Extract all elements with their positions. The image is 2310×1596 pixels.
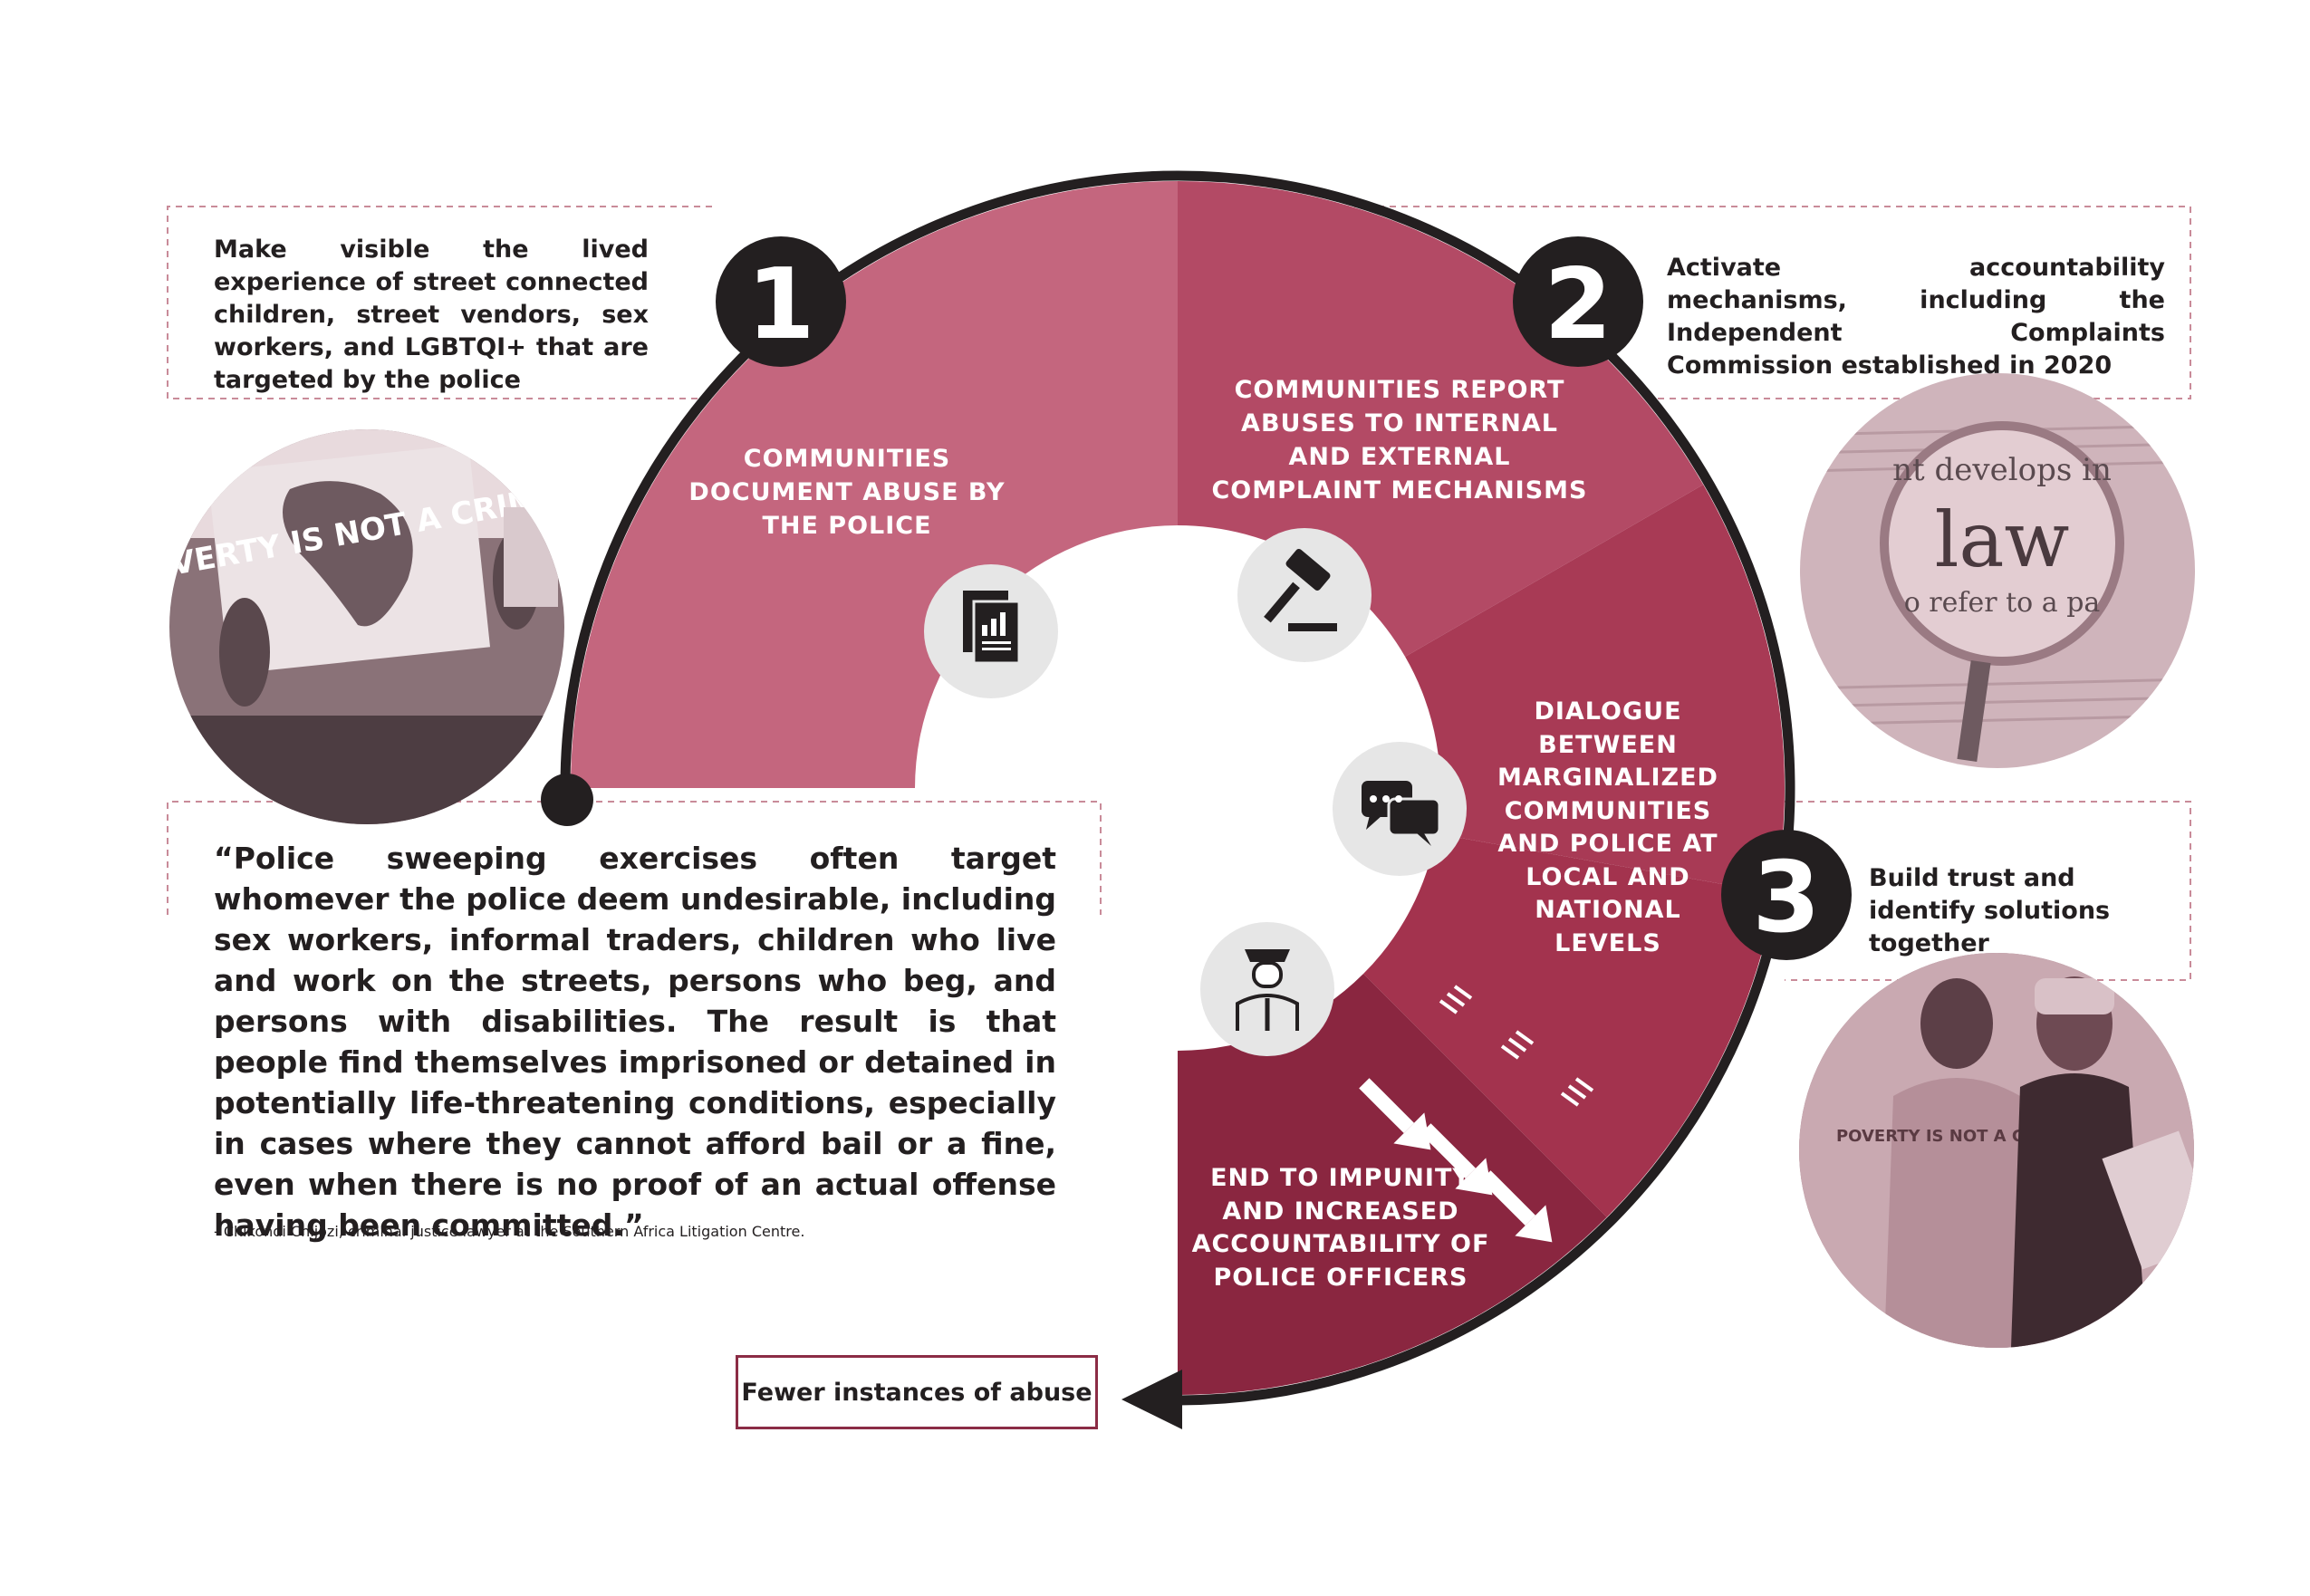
chat-bubbles-icon	[1333, 742, 1467, 876]
quote-attribution: - Chikondi Chijozi, criminal justice law…	[214, 1223, 805, 1240]
callout-2: Activate accountability mechanisms, incl…	[1667, 254, 2165, 380]
stage-label-2: COMMUNITIES REPORT ABUSES TO INTERNAL AN…	[1211, 376, 1588, 505]
stage-label-final: END TO IMPUNITY AND INCREASED ACCOUNTABI…	[1191, 1164, 1490, 1292]
police-officer-icon	[1200, 922, 1334, 1056]
callout-1: Make visible the lived experience of str…	[214, 236, 649, 394]
badge-2-number: 2	[1544, 248, 1612, 361]
magnifier-law-text: law	[1935, 495, 2070, 584]
arrows-icon	[1359, 985, 1594, 1243]
shirt-text: POVERTY IS NOT A CRIME!	[1836, 1127, 2077, 1146]
badge-2: 2	[1513, 236, 1643, 367]
stage-label-3: DIALOGUE BETWEEN MARGINALIZED COMMUNITIE…	[1497, 697, 1718, 957]
callout-frame-3	[1785, 801, 2191, 981]
gavel-icon	[1237, 528, 1372, 662]
callout-frame-2	[1178, 206, 2191, 399]
magnifier-top-text: nt develops in	[1892, 452, 2112, 488]
magnifier-bottom-text: o refer to a pa	[1904, 587, 2101, 619]
photo-two-women: POVERTY IS NOT A CRIME!	[1799, 953, 2194, 1348]
ring-segment-3	[1363, 833, 1776, 1217]
ring-segment-1	[571, 181, 1178, 788]
outcome-box: Fewer instances of abuse	[736, 1355, 1098, 1429]
badge-1-number: 1	[746, 248, 814, 361]
ring-segment-4	[1178, 974, 1607, 1395]
badge-3-number: 3	[1752, 841, 1820, 955]
ring-segment-2b	[1405, 485, 1785, 894]
callout-3: Build trust and identify solutions toget…	[1869, 864, 2111, 957]
stage-label-1: COMMUNITIES DOCUMENT ABUSE BY THE POLICE	[688, 445, 1006, 540]
callout-frame-1	[167, 206, 712, 399]
loop-start-dot	[541, 774, 593, 826]
photo-protest-sign: POVERTY IS NOT A CRIME!	[169, 429, 564, 824]
badge-3: 3	[1721, 830, 1852, 960]
callout-frames	[167, 206, 2191, 981]
document-chart-icon	[924, 564, 1058, 698]
quote-text: “Police sweeping exercises often target …	[214, 841, 1056, 1243]
loop-arrowhead	[1121, 1370, 1182, 1429]
quote-frame	[167, 801, 1102, 915]
photo-magnifier-law: nt develops in law o refer to a pa	[1800, 373, 2195, 768]
badge-1: 1	[716, 236, 846, 367]
